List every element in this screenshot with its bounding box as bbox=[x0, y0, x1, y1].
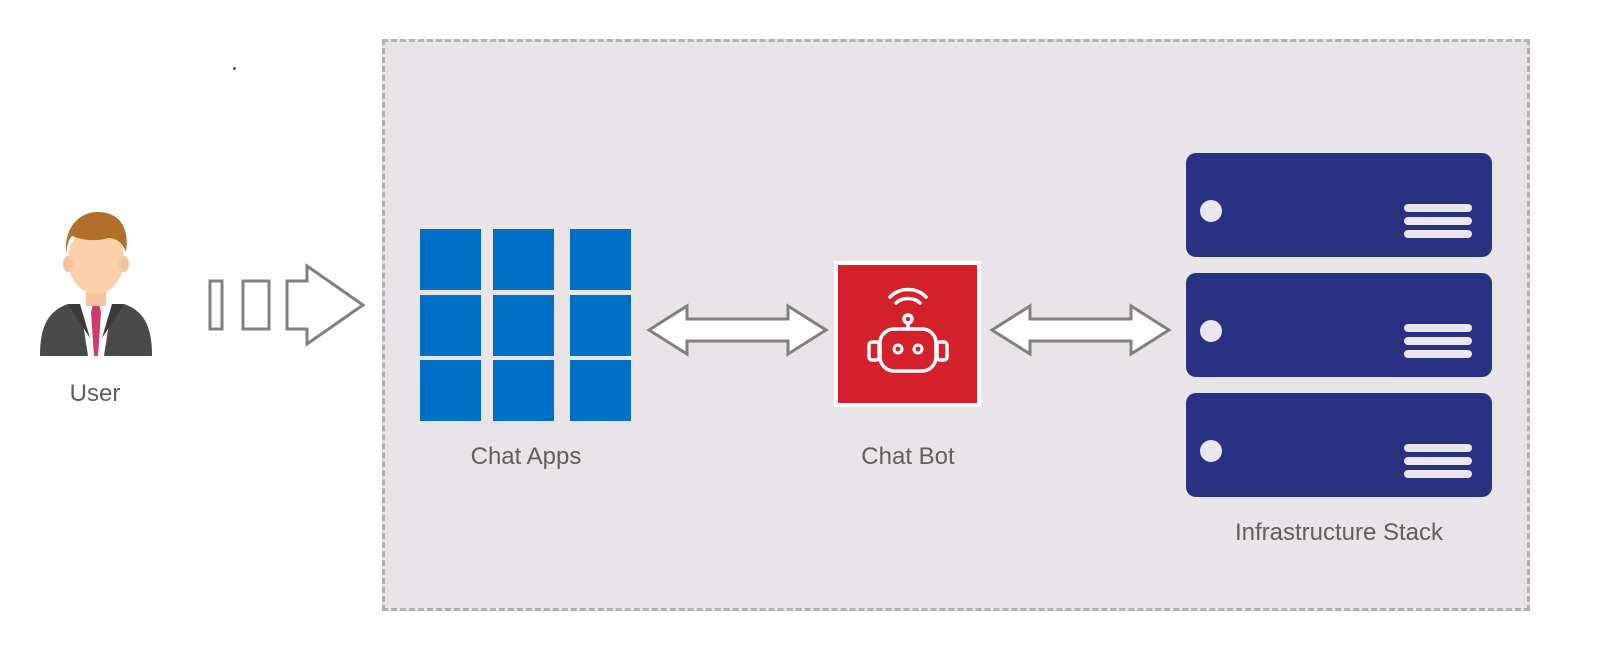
bidirectional-arrow bbox=[646, 303, 829, 357]
infrastructure-stack-label: Infrastructure Stack bbox=[1234, 519, 1444, 546]
bidirectional-arrow bbox=[989, 303, 1172, 357]
user-label: User bbox=[69, 380, 121, 407]
stray-dot bbox=[233, 67, 236, 70]
grid-tile bbox=[570, 229, 631, 290]
server-vent-line bbox=[1404, 324, 1472, 332]
server-indicator-dot bbox=[1200, 200, 1222, 222]
server-indicator-dot bbox=[1200, 320, 1222, 342]
server-unit bbox=[1186, 273, 1492, 377]
server-vent-line bbox=[1404, 217, 1472, 225]
chat-bot-label: Chat Bot bbox=[861, 443, 955, 470]
server-vent-line bbox=[1404, 457, 1472, 465]
server-vent-line bbox=[1404, 337, 1472, 345]
grid-tile bbox=[420, 229, 481, 290]
input-flow-arrow bbox=[208, 263, 366, 347]
server-vent-line bbox=[1404, 204, 1472, 212]
server-unit bbox=[1186, 393, 1492, 497]
grid-tile bbox=[493, 360, 554, 421]
server-vent-line bbox=[1404, 444, 1472, 452]
server-vent-line bbox=[1404, 350, 1472, 358]
chat-apps-label: Chat Apps bbox=[470, 443, 582, 470]
grid-tile bbox=[570, 360, 631, 421]
user-icon bbox=[40, 212, 152, 356]
server-vent-line bbox=[1404, 470, 1472, 478]
server-indicator-dot bbox=[1200, 440, 1222, 462]
server-unit bbox=[1186, 153, 1492, 257]
grid-tile bbox=[493, 229, 554, 290]
chat-bot-robot-icon bbox=[834, 261, 981, 407]
grid-tile bbox=[493, 295, 554, 356]
grid-tile bbox=[570, 295, 631, 356]
server-vent-line bbox=[1404, 230, 1472, 238]
grid-tile bbox=[420, 360, 481, 421]
chat-apps-grid-icon bbox=[420, 229, 631, 421]
grid-tile bbox=[420, 295, 481, 356]
